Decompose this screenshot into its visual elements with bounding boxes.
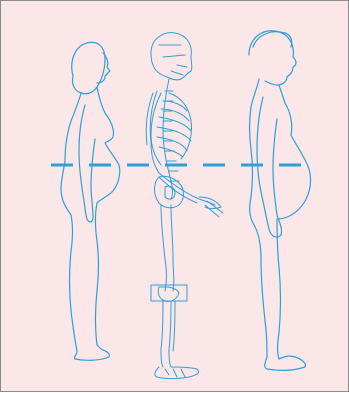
man-head	[249, 31, 296, 85]
woman-foot	[74, 345, 109, 360]
skeleton-figure	[146, 33, 223, 379]
man-arm	[257, 97, 282, 237]
ribcage	[151, 93, 192, 165]
tibia	[161, 301, 175, 367]
man-front	[277, 85, 311, 359]
man-foot	[265, 356, 306, 370]
woman-face	[97, 53, 110, 83]
man-figure	[249, 31, 311, 371]
woman-hair	[72, 42, 105, 93]
knee	[158, 287, 179, 302]
woman-arm	[79, 105, 95, 222]
woman-front	[96, 87, 120, 345]
femur	[161, 205, 174, 291]
woman-figure	[61, 42, 120, 360]
forearm	[159, 173, 215, 205]
woman-back	[61, 93, 81, 351]
foot-bones	[155, 367, 199, 379]
